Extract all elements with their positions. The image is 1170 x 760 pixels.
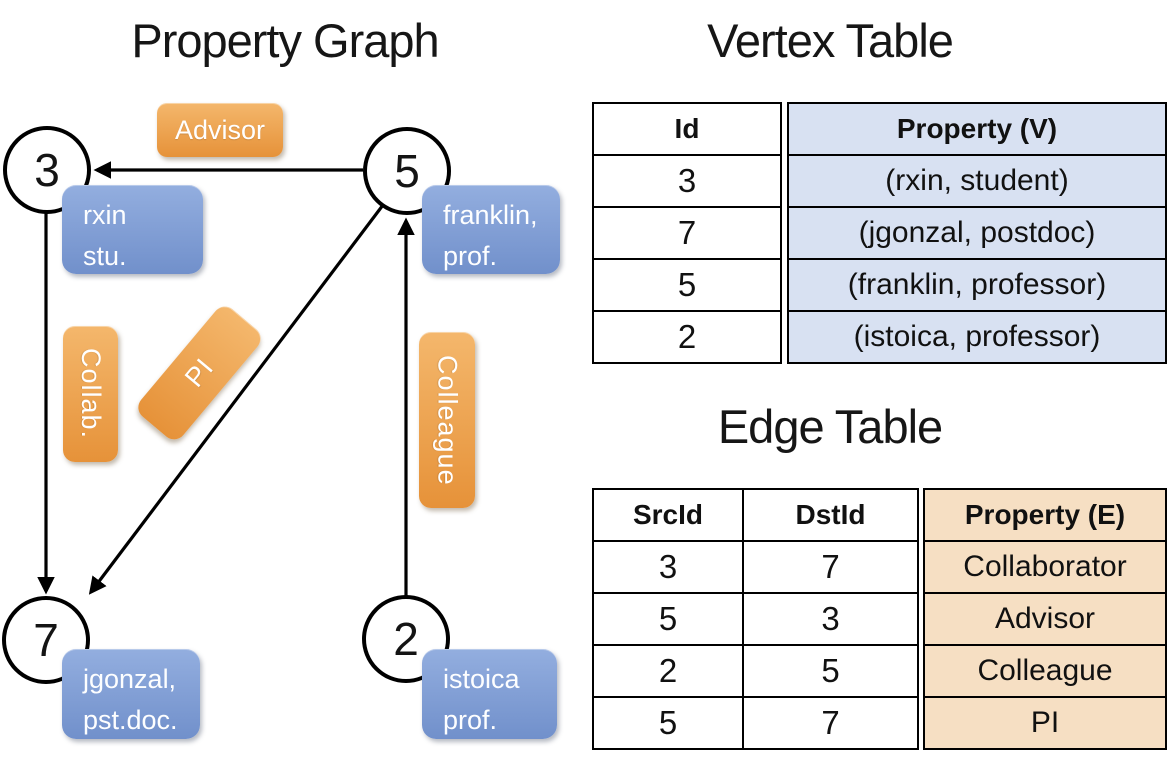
table-cell: 2 (592, 644, 744, 698)
graph-edges-svg (37, 161, 415, 596)
vertex-property-box-7: jgonzal, pst.doc. (62, 649, 200, 739)
vertex-property-line: prof. (443, 240, 498, 271)
table-cell: 2 (592, 310, 782, 364)
vertex-id-label: 7 (33, 614, 59, 666)
vertex-id-label: 2 (393, 613, 419, 665)
vertex-id-label: 3 (34, 144, 60, 196)
table-cell: (jgonzal, postdoc) (787, 206, 1167, 260)
table-cell: PI (923, 696, 1167, 750)
edge-label-colleague: Colleague (419, 332, 475, 508)
table-cell: (franklin, professor) (787, 258, 1167, 312)
vertex-property-line: pst.doc. (83, 704, 178, 735)
vertex-table-id-column: Id 3 7 5 2 (592, 102, 782, 364)
edge-table-header-property: Property (E) (923, 488, 1167, 542)
vertex-circle-2: 2 (362, 595, 450, 683)
vertex-property-line: jgonzal, (83, 664, 177, 694)
edge-label-collab: Collab. (63, 326, 118, 462)
edge-table-title: Edge Table (717, 400, 943, 453)
table-cell: Collaborator (923, 540, 1167, 594)
vertex-property-line: istoica (443, 664, 520, 694)
edge-label-advisor: Advisor (157, 103, 283, 157)
edge-label-text: PI (178, 352, 220, 393)
edge-table-header-srcid: SrcId (592, 488, 744, 542)
edge-label-text: Colleague (432, 354, 463, 486)
vertex-circle-5: 5 (363, 127, 451, 215)
table-cell: 5 (592, 258, 782, 312)
table-cell: 5 (592, 592, 744, 646)
table-cell: 3 (592, 154, 782, 208)
table-cell: (istoica, professor) (787, 310, 1167, 364)
edge-table-property-column: Property (E) Collaborator Advisor Collea… (923, 488, 1167, 750)
vertex-table-title: Vertex Table (707, 14, 954, 67)
property-graph-title: Property Graph (131, 14, 439, 67)
table-cell: 5 (742, 644, 919, 698)
table-cell: Advisor (923, 592, 1167, 646)
vertex-property-line: stu. (83, 240, 127, 271)
table-cell: 3 (742, 592, 919, 646)
edge-label-text: Advisor (174, 114, 266, 145)
vertex-property-line: franklin, (443, 200, 538, 230)
table-cell: (rxin, student) (787, 154, 1167, 208)
table-cell: Colleague (923, 644, 1167, 698)
table-cell: 7 (592, 206, 782, 260)
vertex-table-property-column: Property (V) (rxin, student) (jgonzal, p… (787, 102, 1167, 364)
vertex-property-box-5: franklin, prof. (422, 185, 560, 274)
table-cell: 7 (742, 540, 919, 594)
edge-label-text: Collab. (76, 348, 106, 440)
vertex-property-line: prof. (443, 704, 498, 735)
vertex-property-box-2: istoica prof. (422, 649, 557, 739)
edge-table-header-dstid: DstId (742, 488, 919, 542)
edge-5-7 (88, 204, 385, 595)
vertex-property-box-3: rxin stu. (62, 185, 203, 274)
vertex-table-header-id: Id (592, 102, 782, 156)
vertex-id-label: 5 (394, 145, 420, 197)
table-cell: 7 (742, 696, 919, 750)
vertex-property-line: rxin (83, 200, 127, 230)
table-cell: 5 (592, 696, 744, 750)
vertex-table-header-property: Property (V) (787, 102, 1167, 156)
edge-table-id-columns: SrcId DstId 3 7 5 3 2 5 5 7 (592, 488, 919, 750)
table-cell: 3 (592, 540, 744, 594)
